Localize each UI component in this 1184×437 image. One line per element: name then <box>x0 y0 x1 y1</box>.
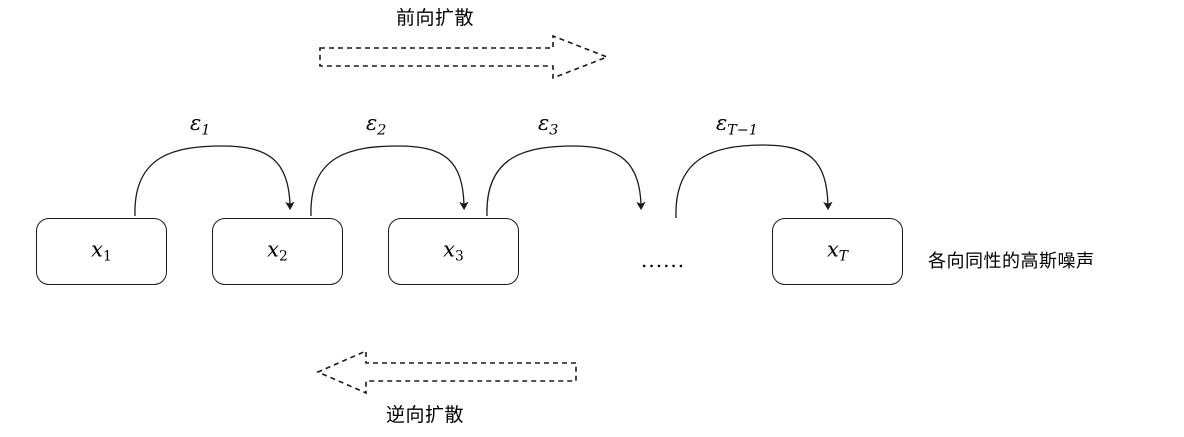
arc-x2-to-x3 <box>310 145 469 217</box>
state-box-xT: xT <box>772 218 903 285</box>
noise-label-epsilon-1: ε1 <box>190 111 211 139</box>
ellipsis-separator: ...... <box>641 248 686 272</box>
state-label-x3: x3 <box>443 237 464 265</box>
gaussian-noise-annotation: 各向同性的高斯噪声 <box>928 251 1095 272</box>
state-box-x3: x3 <box>388 218 519 285</box>
noise-label-epsilon-3: ε3 <box>538 111 559 139</box>
arc-x1-to-x2 <box>134 145 295 217</box>
arc-ellipsis-to-xT <box>675 144 833 219</box>
state-label-x2: x2 <box>267 237 288 265</box>
reverse-diffusion-caption: 逆向扩散 <box>386 404 465 426</box>
reverse-diffusion-arrow <box>316 349 577 395</box>
noise-label-epsilon-2: ε2 <box>366 111 387 139</box>
arc-x3-to-ellipsis <box>486 145 646 217</box>
forward-diffusion-caption: 前向扩散 <box>396 7 475 29</box>
state-box-x2: x2 <box>212 218 343 285</box>
forward-diffusion-arrow <box>319 34 610 80</box>
state-label-xT: xT <box>826 237 849 265</box>
state-box-x1: x1 <box>36 218 167 285</box>
state-label-x1: x1 <box>91 237 112 265</box>
noise-label-epsilon-T-minus-1: εT−1 <box>716 111 758 139</box>
